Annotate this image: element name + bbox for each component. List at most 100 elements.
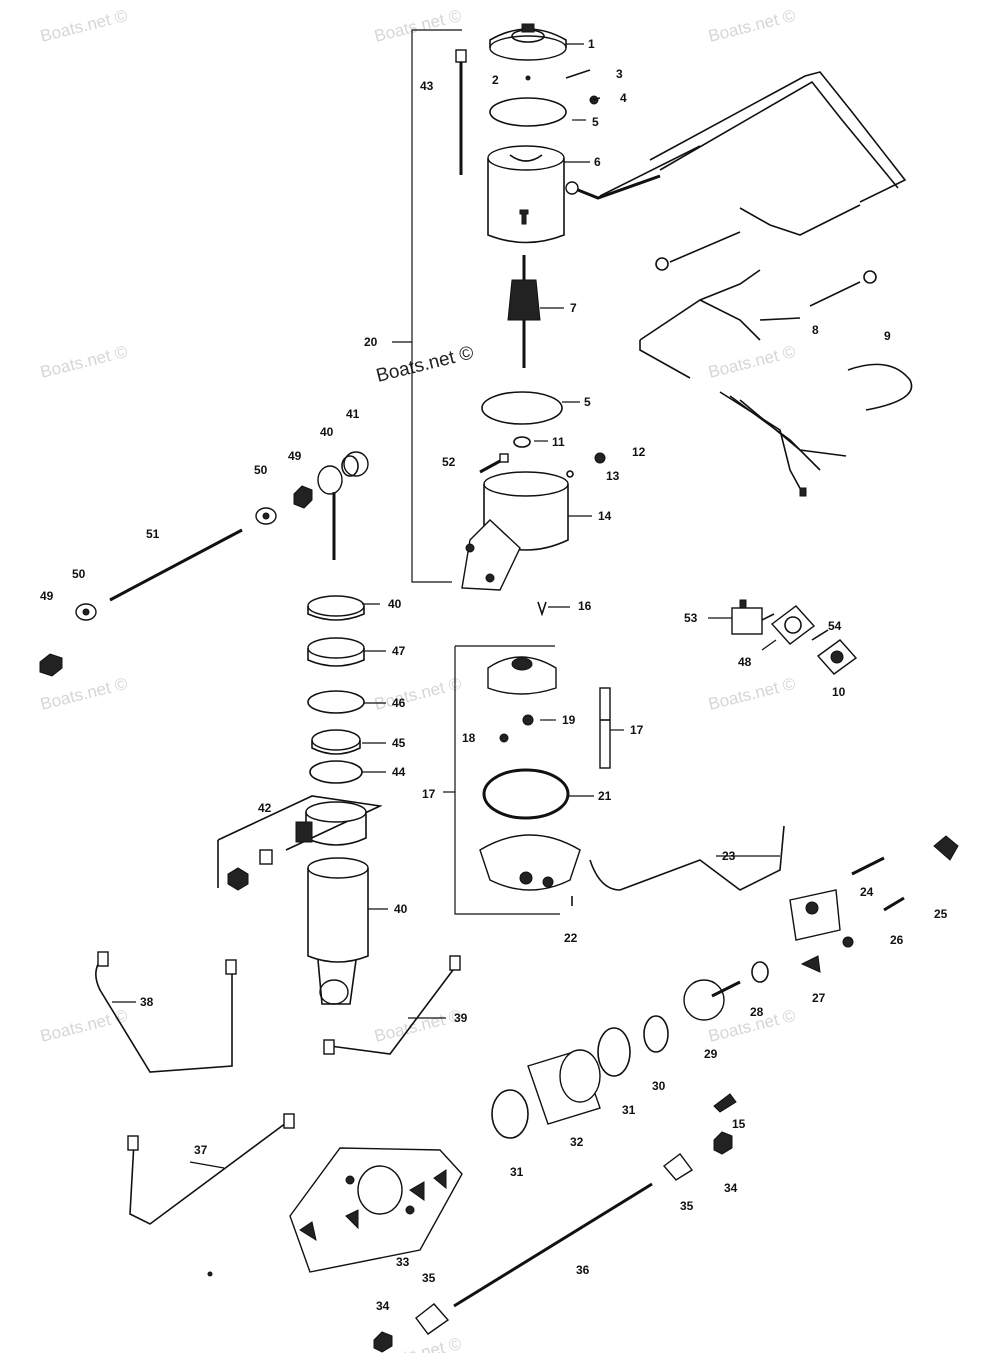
label-40-bottom: 40	[394, 902, 408, 916]
part-bushing-41	[341, 451, 369, 477]
part-o-ring-upper	[489, 97, 567, 127]
label-19: 19	[562, 713, 576, 727]
watermark: Boats.net ©	[38, 674, 129, 714]
label-23: 23	[722, 849, 736, 863]
watermark: Boats.net ©	[706, 6, 797, 46]
label-32: 32	[570, 1135, 584, 1149]
part-small-seal	[513, 436, 531, 448]
part-nut-34-lower	[373, 1331, 393, 1353]
part-bracket-42	[217, 795, 383, 891]
label-7: 7	[570, 301, 577, 315]
label-25: 25	[934, 907, 948, 921]
part-end-housing	[461, 471, 569, 591]
label-45: 45	[392, 736, 406, 750]
part-shaft-36	[453, 1182, 653, 1308]
part-dot	[207, 1271, 213, 1277]
label-49-right: 49	[288, 449, 302, 463]
part-tube-37	[129, 1119, 291, 1225]
label-13: 13	[606, 469, 620, 483]
part-clevis-35-upper	[662, 1153, 694, 1181]
label-51: 51	[146, 527, 160, 541]
part-tube-23	[589, 825, 785, 891]
part-pump-body	[487, 656, 557, 695]
part-seal-30	[643, 1015, 669, 1053]
label-16: 16	[578, 599, 592, 613]
part-pin-15	[713, 1093, 737, 1113]
part-shaft-51	[109, 528, 243, 602]
part-rod-end-40	[317, 465, 343, 560]
label-28: 28	[750, 1005, 764, 1019]
label-18: 18	[462, 731, 476, 745]
label-20: 20	[364, 335, 378, 349]
watermark: Boats.net ©	[38, 6, 129, 46]
part-long-bolt	[455, 49, 467, 175]
part-piston-29	[683, 979, 741, 1021]
part-o-ring-46	[307, 690, 365, 714]
part-cylinder-32	[527, 1049, 601, 1125]
label-40-middle: 40	[388, 597, 402, 611]
label-50-left: 50	[72, 567, 86, 581]
label-39: 39	[454, 1011, 468, 1025]
callout-lines	[112, 43, 780, 1169]
callout-labels: 1 2 3 4 5 6 43 7 8 9 20 5 11 12 13 52 14…	[40, 37, 948, 1313]
watermark: Boats.net ©	[706, 674, 797, 714]
part-nut-49-left	[39, 653, 63, 677]
label-35-upper: 35	[680, 1199, 694, 1213]
part-nut-49-right	[293, 485, 313, 509]
label-9: 9	[884, 329, 891, 343]
watermark: Boats.net ©	[38, 1006, 129, 1046]
label-46: 46	[392, 696, 406, 710]
part-screw	[589, 95, 601, 105]
watermark: Boats.net ©	[372, 1006, 463, 1046]
label-21: 21	[598, 789, 612, 803]
part-nut-34-upper	[713, 1131, 733, 1155]
part-o-ring-lower	[481, 391, 563, 425]
part-o-ring-21	[482, 768, 570, 820]
label-6: 6	[594, 155, 601, 169]
pump-group-bracket	[443, 645, 560, 915]
part-small-washer	[566, 470, 574, 478]
part-manifold-33	[289, 1147, 463, 1273]
label-3: 3	[616, 67, 623, 81]
label-15: 15	[732, 1117, 746, 1131]
part-fitting-25	[933, 835, 959, 861]
part-o-ring-31-upper	[597, 1027, 631, 1077]
watermark: Boats.net ©	[706, 342, 797, 382]
label-31-lower: 31	[510, 1165, 524, 1179]
label-27: 27	[812, 991, 826, 1005]
label-26: 26	[890, 933, 904, 947]
label-30: 30	[652, 1079, 666, 1093]
label-17-left: 17	[422, 787, 436, 801]
part-cylinder-40	[307, 857, 369, 1005]
part-pump-housing	[479, 834, 581, 891]
part-o-ring-28	[751, 961, 769, 983]
part-pin	[565, 69, 591, 79]
watermark: Boats.net ©	[372, 6, 463, 46]
label-22: 22	[564, 931, 578, 945]
label-41: 41	[346, 407, 360, 421]
part-switch-53	[731, 599, 775, 635]
label-43: 43	[420, 79, 434, 93]
label-48: 48	[738, 655, 752, 669]
label-17-right: 17	[630, 723, 644, 737]
label-54: 54	[828, 619, 842, 633]
label-49-left: 49	[40, 589, 54, 603]
part-screw-26	[883, 896, 905, 912]
label-10: 10	[832, 685, 846, 699]
center-watermark: Boats.net ©	[374, 342, 476, 386]
label-2: 2	[492, 73, 499, 87]
label-34-upper: 34	[724, 1181, 738, 1195]
watermark: Boats.net ©	[38, 342, 129, 382]
label-44: 44	[392, 765, 406, 779]
part-cover-10	[816, 639, 858, 675]
part-screw-54	[811, 629, 829, 641]
part-small-pin	[537, 601, 547, 617]
part-bolt-24	[851, 856, 885, 876]
part-small-ball	[499, 733, 509, 743]
part-clip	[847, 363, 913, 411]
label-1: 1	[588, 37, 595, 51]
part-piston-45	[311, 729, 361, 755]
part-cap-40-top	[307, 595, 365, 621]
part-piston-47	[307, 637, 365, 667]
